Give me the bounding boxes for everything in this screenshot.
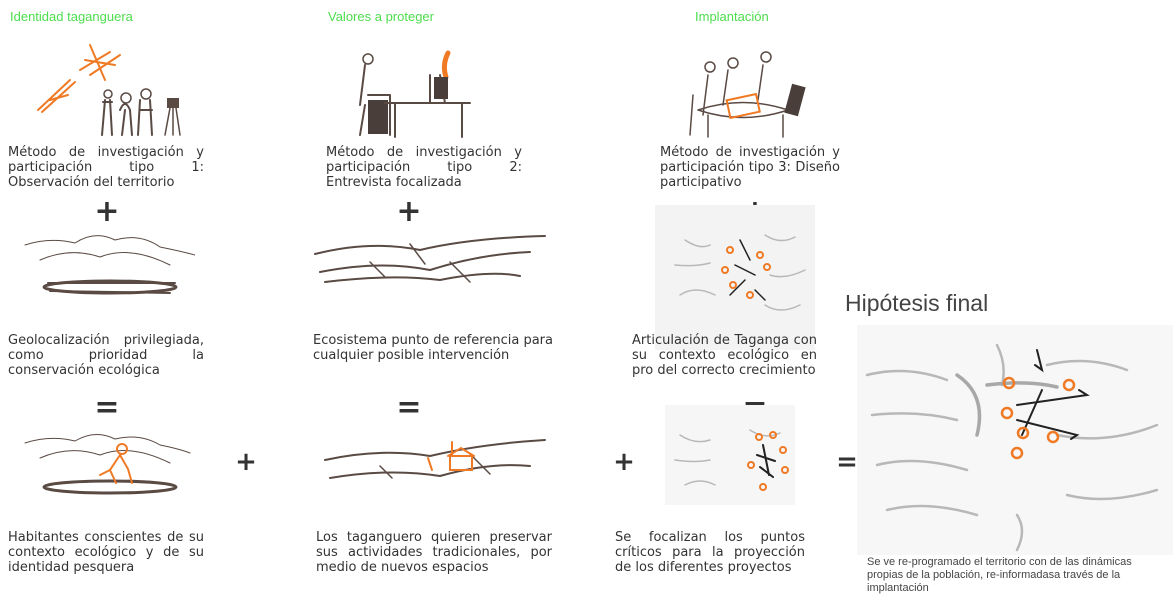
plus-sign: +: [94, 194, 120, 229]
column-2-context-text: Ecosistema punto de referencia para cual…: [313, 333, 553, 363]
ecosystem-sketch: [314, 235, 546, 283]
traditions-sketch: [324, 439, 546, 479]
final-hypothesis-sketch: [857, 325, 1173, 555]
observation-sketch: [37, 44, 181, 136]
articulation-sketch: [655, 205, 815, 350]
column-2-method-text: Método de investigación y participación …: [326, 145, 522, 190]
equals-sign: =: [396, 390, 422, 425]
column-3-title: Implantación: [695, 9, 769, 24]
column-1-context-text: Geolocalización privilegiada, como prior…: [8, 333, 204, 378]
final-hypothesis-caption: Se ve re-programado el territorio con de…: [867, 556, 1132, 594]
inhabitants-sketch: [24, 434, 191, 495]
plus-sign: +: [613, 447, 635, 477]
column-3-result-text: Se focalizan los puntos críticos para la…: [615, 530, 805, 575]
participatory-design-sketch: [689, 51, 806, 138]
equals-sign: =: [94, 390, 120, 425]
column-1-result-text: Habitantes conscientes de su contexto ec…: [8, 530, 204, 575]
equals-sign: =: [836, 447, 858, 477]
final-hypothesis-title: Hipótesis final: [845, 290, 989, 316]
column-2-title: Valores a proteger: [328, 9, 434, 24]
column-3-context-text: Articulación de Taganga con su contexto …: [632, 333, 817, 378]
column-1-title: Identidad taganguera: [10, 9, 133, 24]
critical-points-sketch: [665, 405, 795, 505]
column-1-method-text: Método de investigación y participación …: [8, 145, 204, 190]
geolocation-sketch: [24, 235, 195, 295]
plus-sign: +: [396, 194, 422, 229]
column-3-method-text: Método de investigación y participación …: [660, 145, 840, 190]
plus-sign: +: [235, 447, 257, 477]
interview-sketch: [359, 50, 471, 138]
column-2-result-text: Los taganguero quieren preservar sus act…: [316, 530, 552, 575]
